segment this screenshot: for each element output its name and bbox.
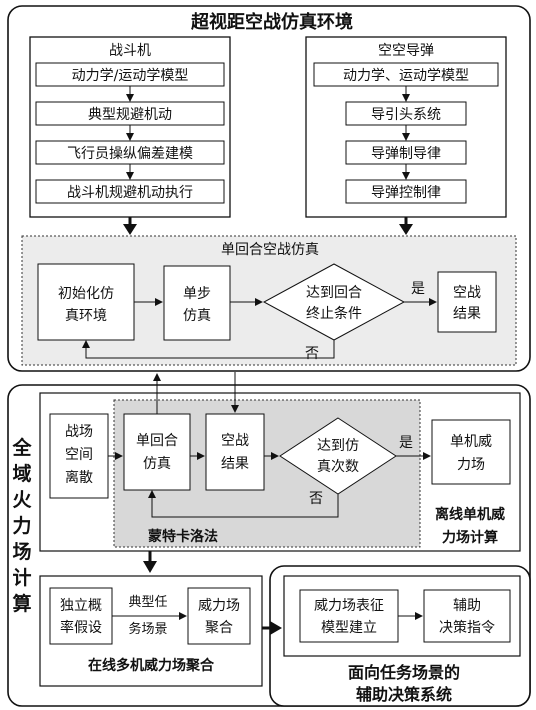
aggregate-line-2: 聚合 — [205, 620, 233, 636]
svg-text:全: 全 — [11, 436, 32, 459]
fighter-to-sim-arrow — [123, 224, 137, 235]
sim-count-line-2: 真次数 — [317, 459, 359, 475]
sim-count-no-loop — [148, 490, 339, 518]
offline-result-box — [205, 413, 265, 491]
field-model-box — [299, 589, 399, 643]
fighter-item-4: 战斗机规避机动执行 — [67, 185, 193, 201]
init-env-box — [37, 263, 135, 341]
missile-item-2: 导引头系统 — [371, 107, 441, 123]
round-end-yes: 是 — [411, 281, 425, 297]
missile-item-box-4 — [345, 179, 467, 204]
independent-prob-line-2: 率假设 — [60, 619, 102, 636]
decision-aid-box — [423, 589, 511, 643]
offline-caption-line-1: 离线单机威 — [435, 506, 505, 523]
independent-prob-box — [49, 587, 113, 645]
missile-item-3: 导弹制导律 — [371, 146, 441, 162]
offline-result-line-1: 空战 — [221, 433, 249, 449]
field-model-line-2: 模型建立 — [321, 620, 377, 636]
fighter-item-box-4 — [35, 179, 225, 204]
svg-text:域: 域 — [12, 462, 31, 485]
single-field-line-1: 单机威 — [450, 434, 492, 450]
init-env-line-2: 真环境 — [65, 308, 107, 324]
svg-text:力: 力 — [12, 514, 31, 537]
round-sim-line-2: 仿真 — [143, 456, 171, 472]
fighter-item-1: 动力学/运动学模型 — [72, 68, 189, 84]
aggregate-line-1: 威力场 — [198, 598, 240, 614]
single-step-line-1: 单步 — [183, 286, 211, 302]
missile-item-4: 导弹控制律 — [371, 185, 441, 201]
round-end-line-2: 终止条件 — [306, 305, 362, 322]
discrete-space-box — [49, 413, 109, 499]
missile-item-1: 动力学、运动学模型 — [343, 68, 469, 84]
round-sim-line-1: 单回合 — [136, 433, 178, 449]
fighter-item-2: 典型规避机动 — [88, 107, 172, 123]
svg-text:计: 计 — [12, 567, 31, 589]
aggregate-box — [187, 587, 251, 645]
monte-carlo-label: 蒙特卡洛法 — [148, 528, 218, 545]
single-field-box — [431, 419, 511, 485]
combat-result-box — [437, 271, 497, 333]
offline-to-online-arrow — [143, 561, 157, 573]
discrete-line-3: 离散 — [65, 469, 93, 486]
svg-text:算: 算 — [12, 592, 31, 615]
independent-prob-line-1: 独立概 — [60, 598, 102, 614]
single-step-line-2: 仿真 — [183, 308, 211, 324]
online-caption: 在线多机威力场聚合 — [88, 657, 215, 674]
discrete-line-1: 战场 — [65, 424, 93, 440]
fighter-title: 战斗机 — [109, 43, 151, 59]
round-no-loop — [82, 340, 335, 359]
typical-scene-line-1: 典型任 — [128, 595, 167, 610]
decision-aid-line-2: 决策指令 — [439, 619, 495, 636]
offline-caption-line-2: 力场计算 — [442, 529, 498, 546]
combat-result-line-2: 结果 — [453, 306, 481, 322]
sim-count-yes: 是 — [399, 435, 413, 451]
round-end-line-1: 达到回合 — [306, 285, 362, 301]
init-env-line-1: 初始化仿 — [58, 285, 114, 302]
svg-text:火: 火 — [12, 489, 32, 511]
single-round-title: 单回合空战仿真 — [221, 242, 319, 258]
fighter-item-3: 飞行员操纵偏差建模 — [67, 146, 193, 162]
typical-scene-line-2: 务场景 — [128, 621, 167, 637]
svg-text:场: 场 — [12, 541, 31, 563]
decision-caption-line-2: 辅助决策系统 — [356, 685, 452, 704]
missile-title: 空空导弹 — [378, 43, 434, 59]
round-sim-box — [123, 413, 191, 491]
discrete-line-2: 空间 — [65, 447, 93, 463]
field-model-line-1: 威力场表征 — [314, 598, 384, 614]
decision-caption-line-1: 面向任务场景的 — [348, 663, 460, 682]
combat-result-line-1: 空战 — [453, 285, 481, 301]
single-step-box — [163, 265, 231, 341]
full-domain-label: 全 域 火 力 场 计 算 — [11, 436, 32, 615]
page-title: 超视距空战仿真环境 — [191, 11, 353, 33]
missile-to-sim-arrow — [399, 224, 413, 235]
sim-count-line-1: 达到仿 — [317, 438, 359, 454]
decision-aid-line-1: 辅助 — [453, 598, 481, 614]
online-to-decision-arrow — [270, 621, 282, 635]
single-field-line-2: 力场 — [457, 457, 485, 473]
offline-result-line-2: 结果 — [221, 456, 249, 472]
sim-count-no: 否 — [309, 491, 323, 507]
round-end-no: 否 — [305, 346, 319, 362]
